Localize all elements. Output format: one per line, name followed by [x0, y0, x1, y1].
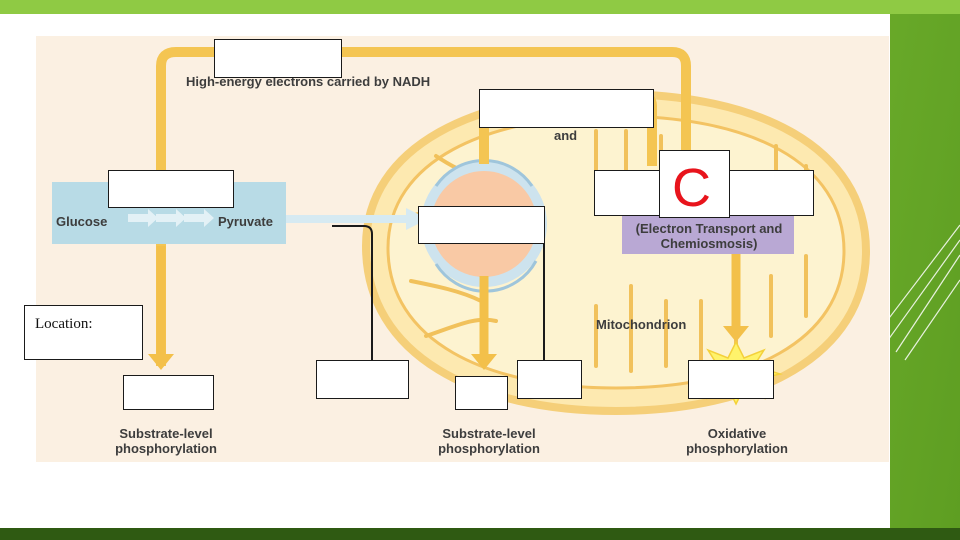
substrate-level-label-2: Substrate-level phosphorylation: [438, 426, 540, 456]
blank-box-glycolysis[interactable]: [108, 170, 234, 208]
blank-box-atp-1[interactable]: [123, 375, 214, 410]
substrate-level-label-1: Substrate-level phosphorylation: [115, 426, 217, 456]
location-box[interactable]: Location:: [24, 305, 143, 360]
connector-lines: [332, 225, 545, 361]
blank-box-krebs[interactable]: [418, 206, 545, 244]
blank-box-bottom-right-center[interactable]: [517, 360, 582, 399]
blank-box-atp-3[interactable]: [688, 360, 774, 399]
top-accent-stripe: [0, 0, 960, 14]
mitochondrion-label: Mitochondrion: [596, 317, 687, 332]
blank-box-top-center[interactable]: [479, 89, 654, 128]
and-label: and: [554, 128, 578, 143]
blank-box-nadh[interactable]: [214, 39, 342, 78]
location-label: Location:: [35, 316, 93, 332]
blank-box-atp-2[interactable]: [455, 376, 508, 410]
answer-letter: C: [672, 158, 711, 218]
glucose-label: Glucose: [56, 214, 108, 229]
blank-box-bottom-left-center[interactable]: [316, 360, 409, 399]
pyruvate-label: Pyruvate: [218, 214, 273, 229]
bottom-accent-stripe: [0, 528, 960, 540]
oxidative-label: Oxidative phosphorylation: [686, 426, 788, 456]
etc-label: (Electron Transport and Chemiosmosis): [635, 221, 783, 251]
answer-letter-box[interactable]: [659, 150, 730, 218]
